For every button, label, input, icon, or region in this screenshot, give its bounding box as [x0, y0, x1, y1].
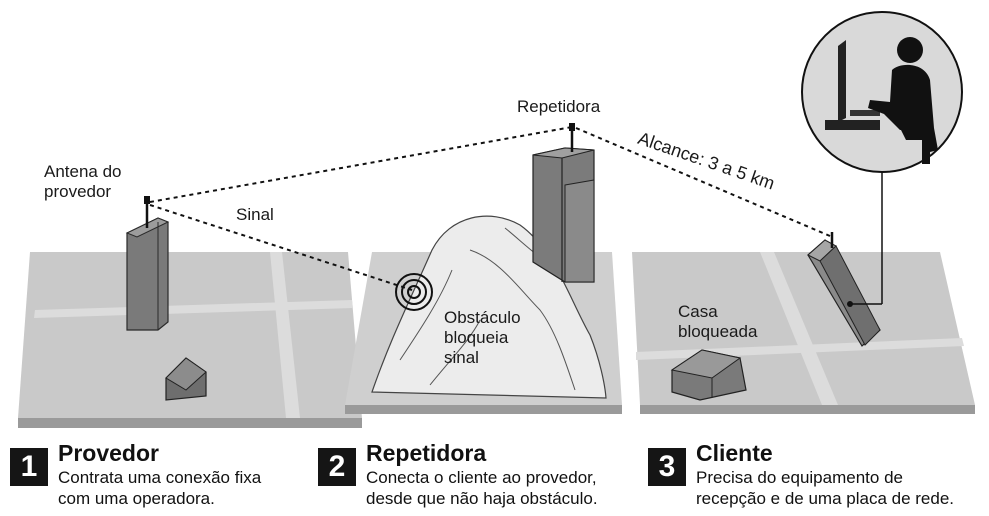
- user-computer-inset: [801, 11, 963, 305]
- step-number: 1: [10, 448, 48, 486]
- label-obstaculo: Obstáculo bloqueia sinal: [444, 308, 521, 368]
- repeater-building: [532, 123, 595, 283]
- label-casa-line2: bloqueada: [678, 322, 758, 341]
- label-obstaculo-line1: Obstáculo: [444, 308, 521, 327]
- step-desc-line2: desde que não haja obstáculo.: [366, 489, 598, 508]
- label-casa-line1: Casa: [678, 302, 718, 321]
- label-antena-line1: Antena do: [44, 162, 122, 181]
- label-antena-provedor: Antena do provedor: [44, 162, 122, 202]
- step-desc-line1: Precisa do equipamento de: [696, 468, 903, 487]
- label-antena-line2: provedor: [44, 182, 112, 201]
- step-description: Contrata uma conexão fixa com uma operad…: [58, 467, 261, 509]
- provider-house: [165, 357, 207, 401]
- plate-provider: [18, 252, 362, 428]
- step-title: Cliente: [696, 440, 773, 466]
- signal-blocked-rings: [395, 273, 433, 311]
- label-obstaculo-line2: bloqueia: [444, 328, 509, 347]
- step-description: Conecta o cliente ao provedor, desde que…: [366, 467, 598, 509]
- step-number: 2: [318, 448, 356, 486]
- label-repetidora: Repetidora: [517, 97, 601, 116]
- label-casa-bloqueada: Casa bloqueada: [678, 302, 757, 342]
- label-obstaculo-line3: sinal: [444, 348, 479, 367]
- step-title: Provedor: [58, 440, 159, 466]
- step-number: 3: [648, 448, 686, 486]
- label-sinal: Sinal: [236, 205, 274, 224]
- provider-tower: [125, 196, 170, 331]
- step-description: Precisa do equipamento de recepção e de …: [696, 467, 954, 509]
- step-desc-line2: com uma operadora.: [58, 489, 215, 508]
- step-desc-line2: recepção e de uma placa de rede.: [696, 489, 955, 508]
- blocked-house: [670, 349, 747, 401]
- step-desc-line1: Contrata uma conexão fixa: [58, 468, 262, 487]
- step-desc-line1: Conecta o cliente ao provedor,: [366, 468, 597, 487]
- signal-lines: [149, 126, 831, 291]
- step-title: Repetidora: [366, 440, 487, 466]
- client-building: [807, 232, 881, 347]
